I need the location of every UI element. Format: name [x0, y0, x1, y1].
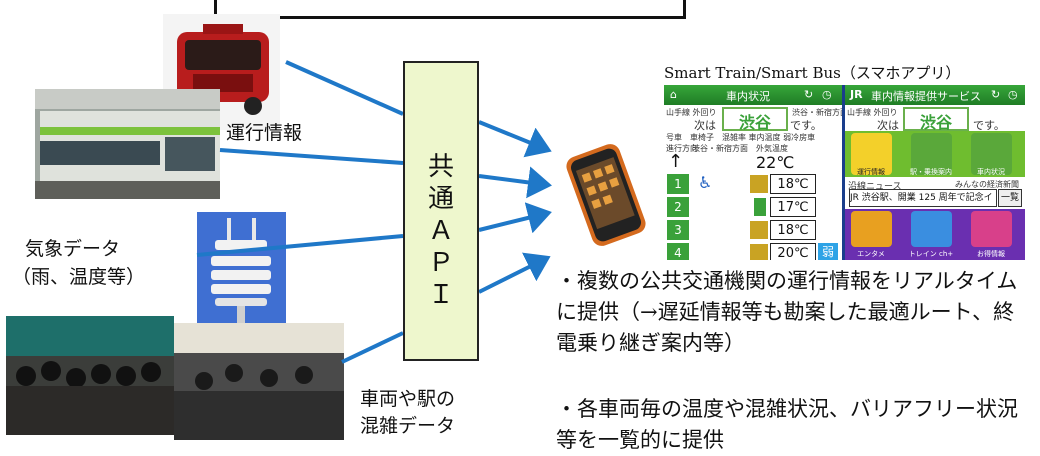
direction-label: 渋谷・新宿方面: [792, 108, 842, 117]
outside-temp: 22℃: [756, 153, 795, 172]
tile-station-transfer[interactable]: [911, 133, 952, 175]
operation-info-label: 運行情報: [226, 122, 303, 144]
up-arrow-icon: ↑: [668, 151, 684, 172]
news-head: 沿線ニュース: [848, 182, 902, 192]
api-char-2: 通: [427, 184, 454, 214]
crowd-data-label: 車両や駅の: [360, 388, 456, 410]
tile-label: お得情報: [977, 250, 1005, 258]
direction-head-sub: 渋谷・新宿方面: [692, 144, 748, 153]
station-crowd-photo: [174, 323, 344, 440]
weak-cooling-badge: 弱: [818, 243, 838, 260]
weather-sensor-photo: [197, 212, 286, 329]
tile-label: 車内状況: [977, 168, 1005, 176]
car-number: 4: [667, 243, 689, 260]
refresh-icon: ↻: [804, 88, 814, 101]
car-temp: 17℃: [770, 197, 816, 217]
description-realtime: ・複数の公共交通機関の運行情報をリアルタイムに提供（→遅延情報等も勘案した最適ル…: [556, 269, 1018, 355]
arrow-crowd: [341, 331, 404, 364]
home-icon: ⌂: [670, 88, 677, 101]
clock-icon: ◷: [1008, 88, 1018, 101]
app-screenshot: ⌂ 車内状況 ↻ ◷ 山手線 外回り 渋谷・新宿方面 次は 渋谷 です。 号車 …: [664, 85, 1025, 260]
station-name: 渋谷: [903, 107, 969, 132]
arrow-out-2: [478, 166, 552, 199]
car-number: 3: [667, 220, 689, 240]
crowd-data-sublabel: 混雑データ: [360, 415, 456, 437]
weather-data-label: 気象データ: [25, 238, 121, 260]
tile-label: 駅・乗換案内: [910, 168, 952, 176]
tile-train-channel[interactable]: [911, 211, 952, 247]
arrow-out-1: [478, 120, 552, 158]
api-char-5: Ｉ: [427, 280, 454, 310]
car-number: 1: [667, 174, 689, 194]
jr-logo-icon: JR: [850, 88, 863, 101]
app-right-title: 車内情報提供サービス: [871, 90, 981, 103]
car-temp: 20℃: [770, 243, 816, 260]
refresh-icon: ↻: [991, 88, 1001, 101]
api-char-3: Ａ: [427, 216, 454, 246]
line-label: 山手線 外回り: [847, 108, 898, 117]
tile-label: エンタメ: [857, 250, 885, 258]
app-caption: Smart Train/Smart Bus（スマホアプリ）: [664, 64, 961, 82]
api-char-1: 共: [427, 152, 454, 182]
car-number: 2: [667, 197, 689, 217]
weather-data-sublabel: （雨、温度等）: [12, 266, 146, 288]
direction-head: 進行方向: [666, 144, 698, 153]
app-right-header: JR 車内情報提供サービス ↻ ◷: [845, 85, 1025, 105]
column-headers: 号車 車椅子 混雑率 車内温度 弱冷房車: [666, 133, 816, 142]
arrow-out-3: [478, 202, 552, 234]
crowd-icon: [750, 175, 768, 193]
desu-label: です。: [973, 119, 1005, 132]
app-left-title: 車内状況: [726, 90, 770, 103]
common-api-box: 共 通 Ａ Ｐ Ｉ: [403, 61, 479, 361]
arrow-train: [219, 148, 404, 165]
tile-car-status[interactable]: [971, 133, 1012, 175]
arrow-out-4: [478, 252, 551, 294]
crowd-icon: [750, 244, 768, 260]
tile-operation-info[interactable]: [851, 133, 892, 175]
top-box: [214, 0, 686, 19]
app-left-header: ⌂ 車内状況 ↻ ◷: [664, 85, 842, 105]
crowded-platform-photo: [6, 316, 174, 435]
desu-label: です。: [790, 119, 822, 132]
tile-label: 運行情報: [857, 168, 885, 176]
description-car-status: ・各車両毎の温度や混雑状況、バリアフリー状況等を一覧的に提供: [556, 397, 1018, 452]
api-char-4: Ｐ: [427, 248, 454, 278]
news-list-button[interactable]: 一覧: [998, 189, 1022, 207]
tile-entertainment[interactable]: [851, 211, 892, 247]
next-label: 次は: [877, 119, 899, 132]
app-right-pane: JR 車内情報提供サービス ↻ ◷ 山手線 外回り 次は 渋谷 です。 運行情報…: [845, 85, 1025, 260]
news-source: みんなの経済新聞: [955, 180, 1019, 189]
smartphone-illustration: [566, 144, 646, 246]
crowd-icon: [750, 221, 768, 239]
arrow-bus: [285, 60, 404, 116]
tile-deals[interactable]: [971, 211, 1012, 247]
tile-label: トレイン ch+: [908, 250, 954, 258]
app-left-pane: ⌂ 車内状況 ↻ ◷ 山手線 外回り 渋谷・新宿方面 次は 渋谷 です。 号車 …: [664, 85, 842, 260]
car-temp: 18℃: [770, 174, 816, 194]
wheelchair-icon: ♿: [698, 173, 713, 192]
line-label: 山手線 外回り: [666, 108, 717, 117]
train-photo: [35, 89, 220, 199]
news-item[interactable]: JR 渋谷駅、開業 125 周年で記念イ: [849, 189, 997, 207]
outside-temp-label: 外気温度: [756, 144, 788, 153]
car-temp: 18℃: [770, 220, 816, 240]
next-label: 次は: [694, 119, 716, 132]
bus-photo: [163, 14, 280, 130]
clock-icon: ◷: [822, 88, 832, 101]
arrow-weather: [196, 234, 404, 257]
crowd-icon: [754, 198, 766, 216]
station-name: 渋谷: [722, 107, 788, 132]
